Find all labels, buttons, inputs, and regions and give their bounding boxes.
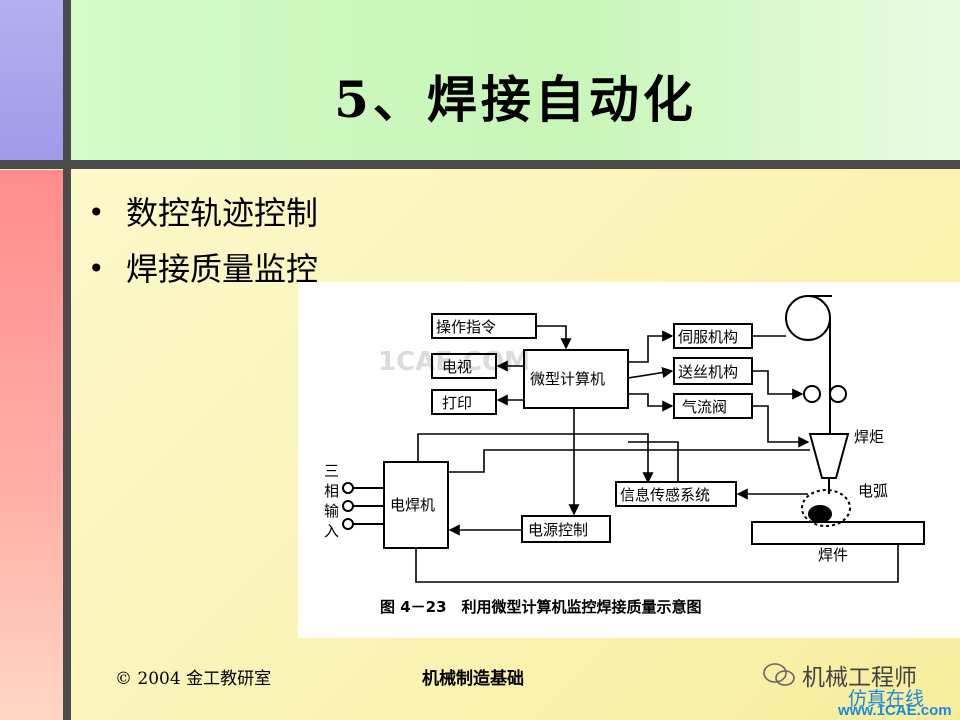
terminal-icon [342,500,354,512]
box-welder-label: 电焊机 [390,496,435,514]
watermark-site: www.1CAE.com [838,702,952,719]
figure-caption: 图 4－23 利用微型计算机监控焊接质量示意图 [380,598,702,616]
bullet-dot-icon: • [88,252,105,285]
box-gas-valve-label: 气流阀 [682,398,727,416]
box-micro-label: 微型计算机 [530,370,605,388]
footer-course: 机械制造基础 [422,669,524,689]
bullet-item: • 焊接质量监控 [88,241,318,297]
bullet-text: 数控轨迹控制 [126,194,319,232]
feed-roller-icon [829,385,847,403]
box-tv [431,353,497,379]
watermark-brand-text: 机械工程师 [802,665,917,691]
box-sensor [615,481,737,507]
arc-label: 电弧 [858,482,888,500]
box-power-ctrl-label: 电源控制 [528,521,588,539]
feed-roller-icon [803,385,821,403]
torch-label: 焊炬 [854,428,884,446]
input-char: 三 [324,462,339,480]
left-bar-bottom [0,170,63,720]
footer-copyright: © 2004 金工教研室 [115,669,272,689]
welding-monitor-figure: 1CAE.COM [298,282,960,638]
box-wire-feed-label: 送丝机构 [678,363,738,381]
title-band [71,0,960,160]
workpiece-label: 焊件 [818,546,848,564]
input-char: 入 [324,522,339,540]
vertical-divider [63,0,71,720]
bullet-item: • 数控轨迹控制 [88,185,318,241]
box-tv-label: 电视 [442,358,472,376]
arc-icon [801,489,851,527]
workpiece-icon [751,521,925,545]
slide-title: 5、焊接自动化 [334,70,697,129]
watermark-brand: 机械工程师 [762,658,917,692]
input-char: 输 [324,502,339,520]
weld-pool-icon [808,505,832,523]
bullet-dot-icon: • [88,196,105,229]
watermark-sim: 仿真在线 [848,688,925,710]
wechat-icon [763,663,795,686]
bullet-list: • 数控轨迹控制 • 焊接质量监控 [88,185,318,297]
horizontal-divider [0,160,960,169]
wire-spool-icon [785,295,831,341]
block-diagram: 1CAE.COM [324,295,925,616]
box-print [431,389,497,415]
box-print-label: 打印 [442,394,472,412]
left-bar-top [0,0,63,160]
box-sensor-label: 信息传感系统 [620,486,710,504]
box-power-ctrl [521,515,611,543]
box-servo-label: 伺服机构 [678,328,738,346]
terminal-icon [342,482,354,494]
box-operation-label: 操作指令 [436,318,496,336]
input-char: 相 [324,482,339,500]
bullet-text: 焊接质量监控 [126,250,319,288]
terminal-icon [342,518,354,530]
torch-icon [808,433,850,479]
box-micro [523,349,629,409]
